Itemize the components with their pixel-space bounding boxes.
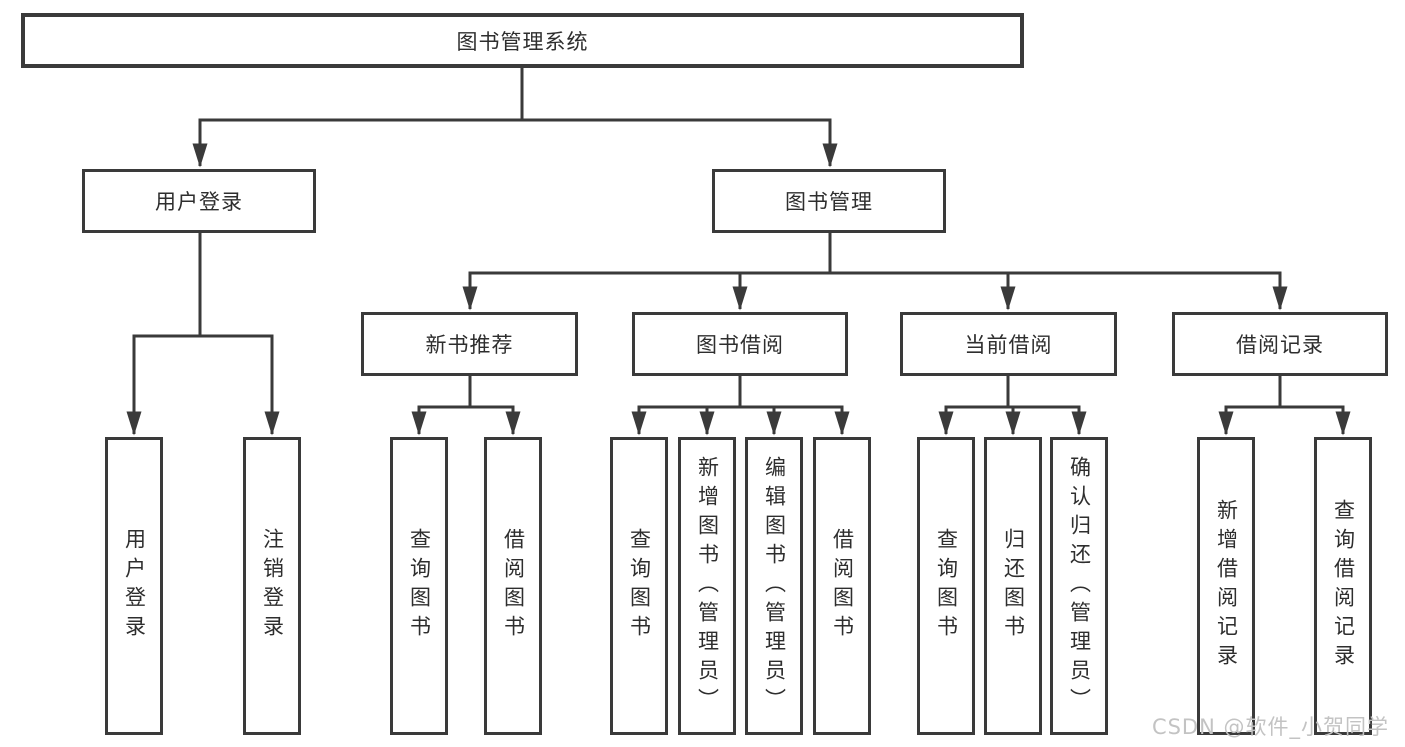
leaf-query-book-borrow: 查询图书 — [610, 437, 668, 735]
leaf-query-borrow-record: 查询借阅记录 — [1314, 437, 1372, 735]
leaf-add-borrow-record: 新增借阅记录 — [1197, 437, 1255, 735]
node-current-borrow: 当前借阅 — [900, 312, 1117, 376]
leaf-confirm-return-admin: 确认归还（管理员） — [1050, 437, 1108, 735]
node-book-borrow: 图书借阅 — [632, 312, 848, 376]
leaf-logout-login: 注销登录 — [243, 437, 301, 735]
leaf-borrow-book-borrow: 借阅图书 — [813, 437, 871, 735]
node-borrow-records: 借阅记录 — [1172, 312, 1388, 376]
leaf-add-book-admin: 新增图书（管理员） — [678, 437, 736, 735]
leaf-query-book-recommend: 查询图书 — [390, 437, 448, 735]
node-root: 图书管理系统 — [21, 13, 1024, 68]
leaf-user-login: 用户登录 — [105, 437, 163, 735]
node-book-management: 图书管理 — [712, 169, 946, 233]
leaf-edit-book-admin: 编辑图书（管理员） — [745, 437, 803, 735]
csdn-watermark: CSDN @软件_小贺同学 — [1151, 715, 1389, 739]
leaf-borrow-book-recommend: 借阅图书 — [484, 437, 542, 735]
leaf-query-book-current: 查询图书 — [917, 437, 975, 735]
node-user-login: 用户登录 — [82, 169, 316, 233]
leaf-return-book: 归还图书 — [984, 437, 1042, 735]
node-new-book-recommend: 新书推荐 — [361, 312, 578, 376]
